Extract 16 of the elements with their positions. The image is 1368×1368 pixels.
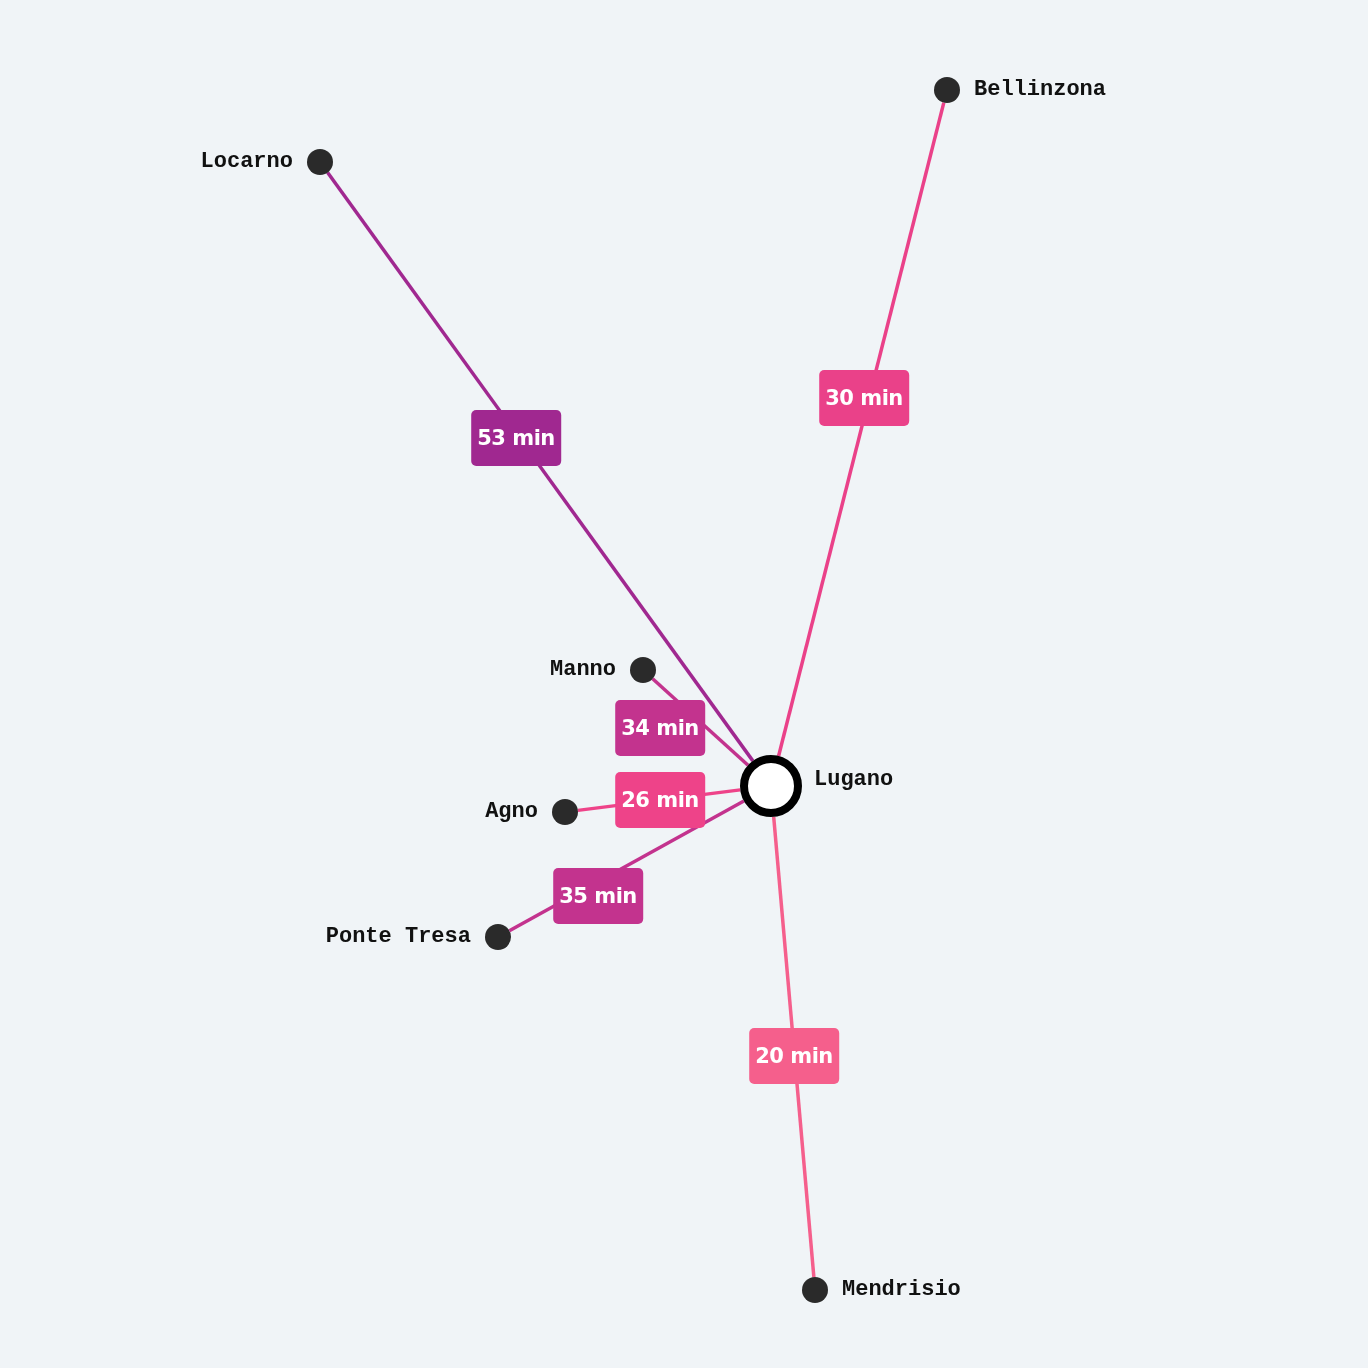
place-name: Bellinzona xyxy=(974,76,1107,104)
place-name: Mendrisio xyxy=(842,1276,961,1304)
place-name: Locarno xyxy=(200,148,293,176)
travel-time-label: 26 min xyxy=(615,772,705,828)
travel-time-label: 30 min xyxy=(819,370,909,426)
place-name: Agno xyxy=(485,798,538,826)
connector-line xyxy=(771,816,816,1278)
connector-line xyxy=(326,171,755,762)
travel-time-label: 35 min xyxy=(553,868,643,924)
connector-line xyxy=(776,102,946,757)
place-name: Lugano xyxy=(814,766,894,794)
place-name: Ponte Tresa xyxy=(325,923,471,951)
travel-time-label: 34 min xyxy=(615,700,705,756)
travel-time-label: 53 min xyxy=(471,410,561,466)
place-name: Manno xyxy=(550,656,616,684)
travel-time-label: 20 min xyxy=(749,1028,839,1084)
